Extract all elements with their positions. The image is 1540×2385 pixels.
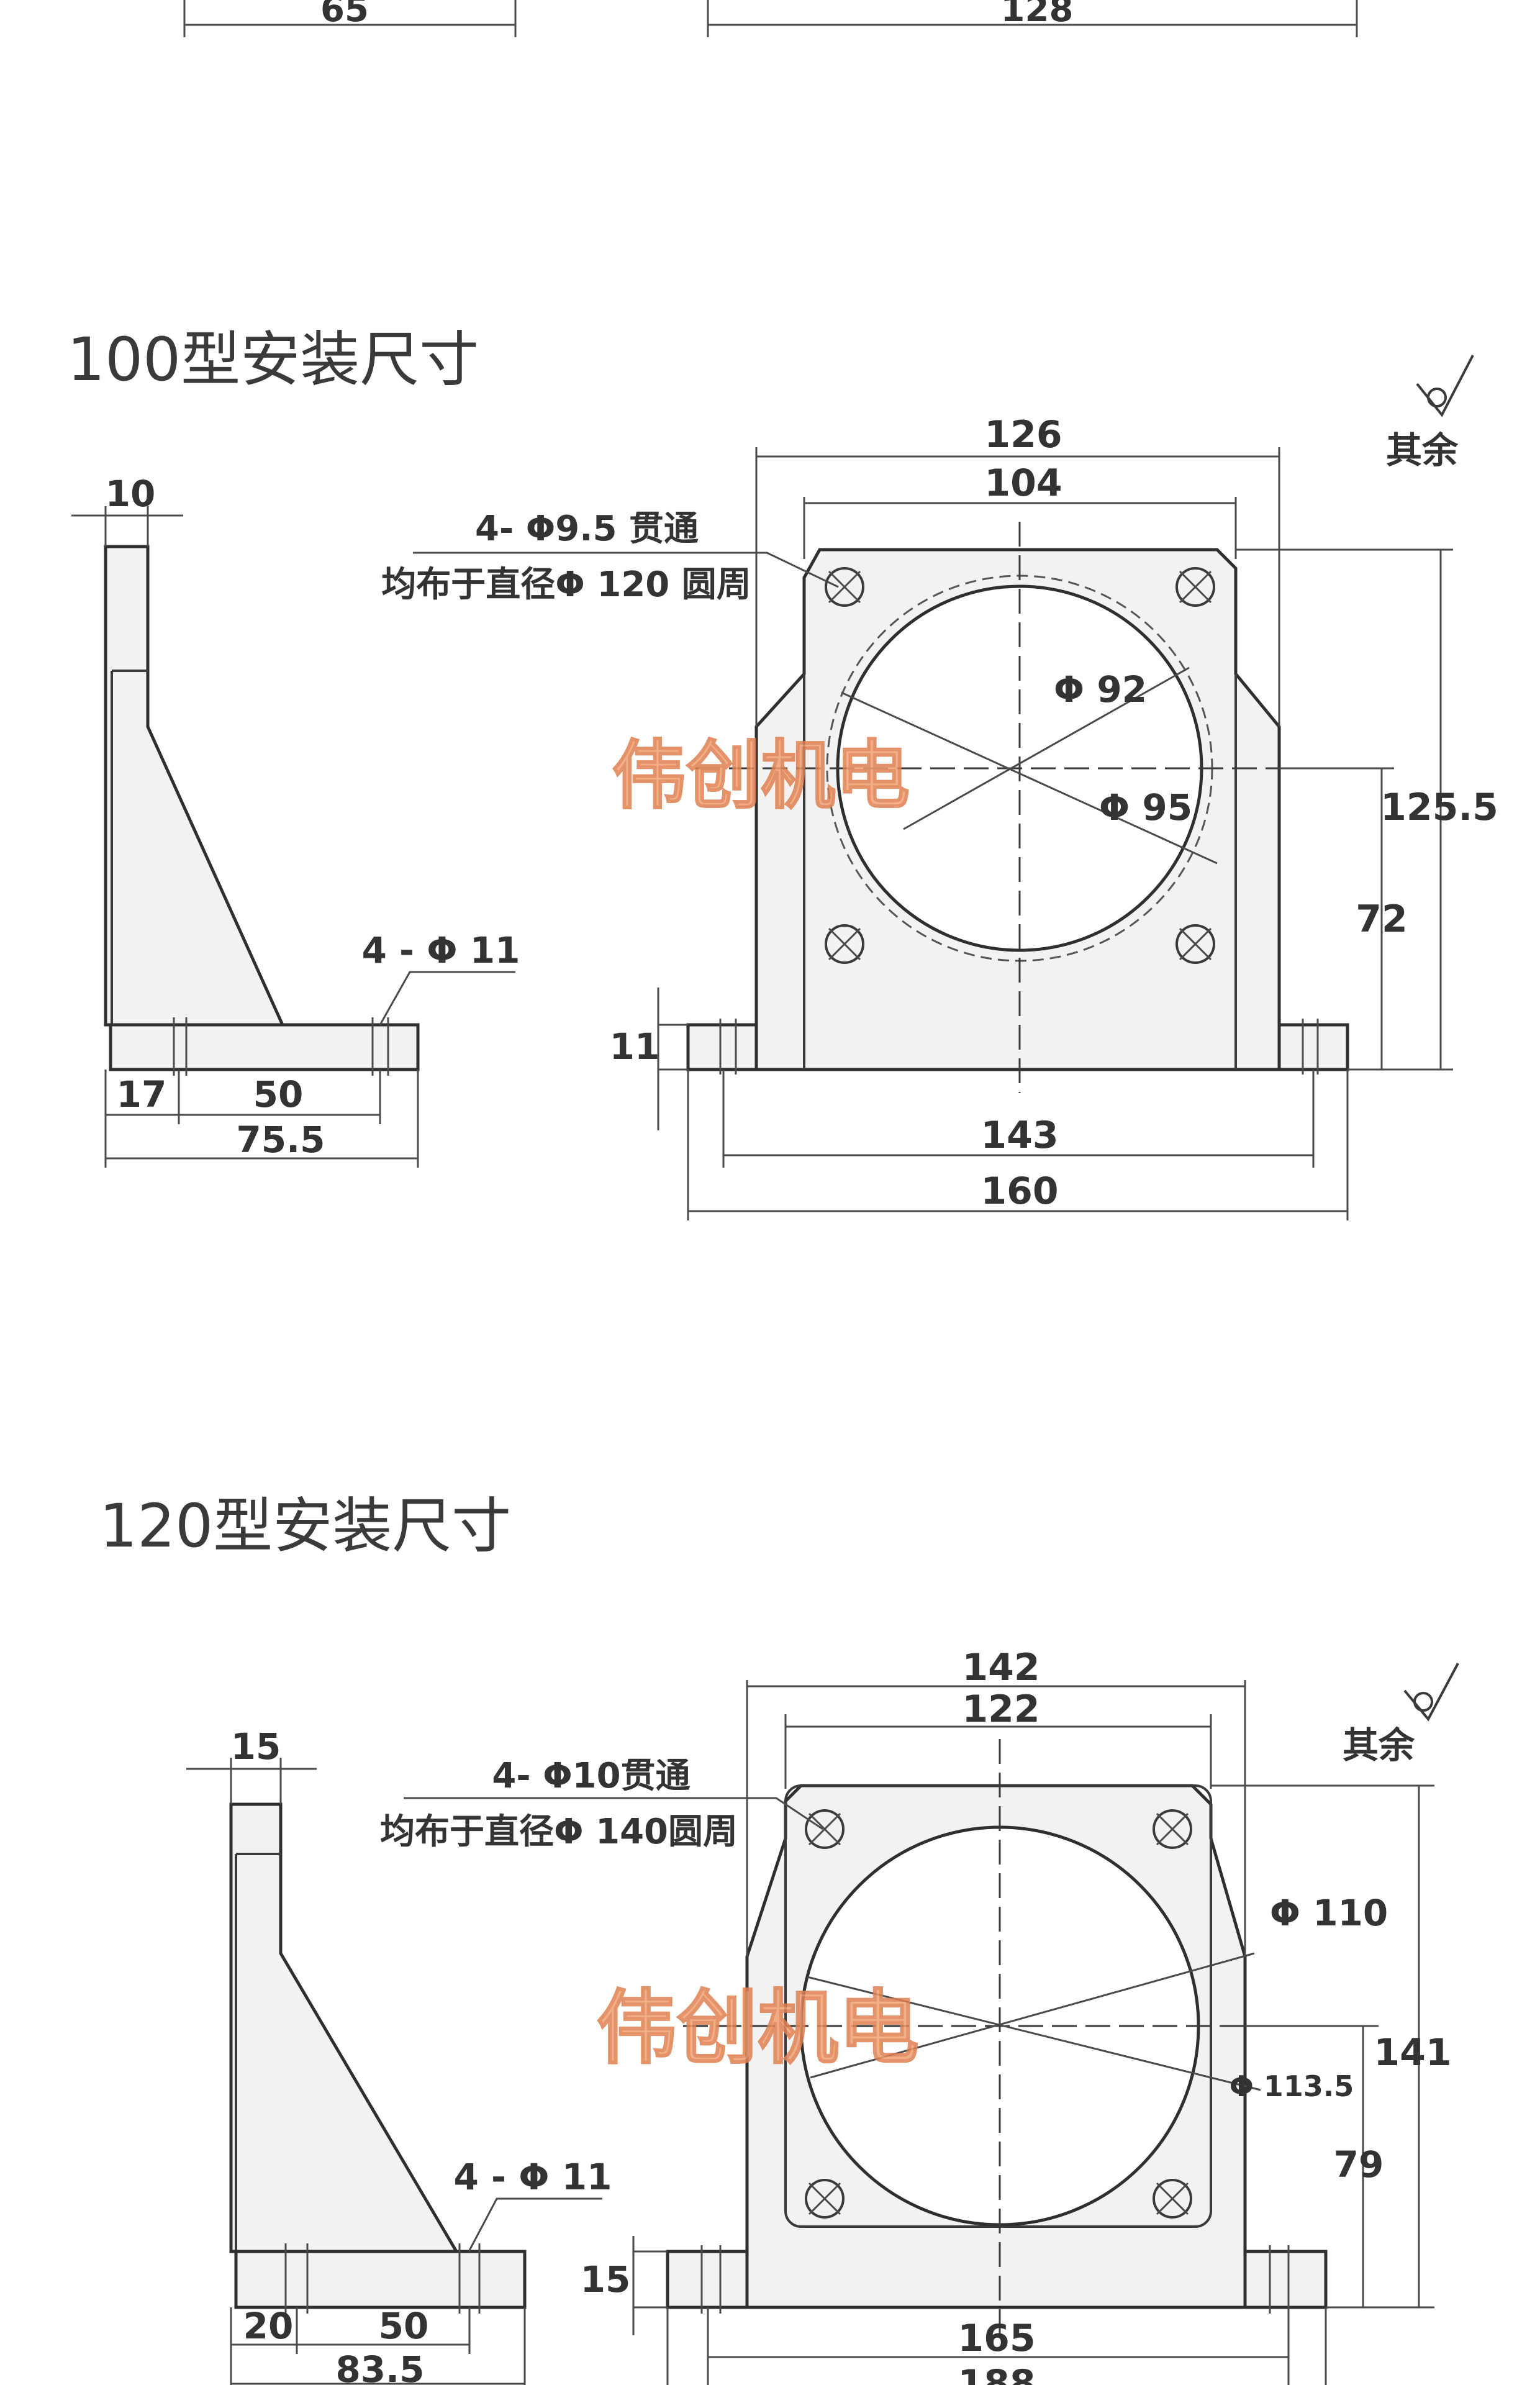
front-120-w165: 165	[958, 2317, 1035, 2360]
mount-hole-br-120	[1153, 2179, 1192, 2219]
front-120-w188: 188	[958, 2362, 1035, 2385]
front-100-w143: 143	[981, 1114, 1058, 1157]
front-120-w122: 122	[962, 1688, 1040, 1731]
side-100-width-top: 10	[106, 473, 156, 515]
mount-hole-tl-100	[825, 567, 864, 607]
watermark-100: 伟创机电	[612, 733, 910, 819]
surface-note-100: 其余	[1386, 429, 1459, 471]
front-120-phi110: Φ 110	[1270, 1892, 1388, 1934]
front-100-h72: 72	[1356, 897, 1408, 941]
front-120-hole-note-1: 4- Φ10贯通	[492, 1756, 690, 1796]
side-120-width-top: 15	[231, 1725, 281, 1768]
mount-hole-br-100	[1175, 924, 1215, 964]
side-100-d50: 50	[253, 1073, 304, 1115]
roughness-symbol-100: 其余	[1386, 355, 1474, 471]
front-view-120: Φ 110 Φ 113.5 142 122 4- Φ10贯通 均布于直径Φ 14…	[380, 1646, 1452, 2385]
side-view-120: 15 4 - Φ 11 20 50 83.5	[186, 1725, 612, 2385]
front-100-hole-note-1: 4- Φ9.5 贯通	[475, 509, 699, 549]
front-100-w160: 160	[981, 1170, 1058, 1213]
front-120-h79: 79	[1334, 2143, 1384, 2186]
section-120-title: 120型安装尺寸	[99, 1491, 511, 1561]
side-100-d17: 17	[117, 1073, 167, 1115]
front-100-h11: 11	[610, 1025, 660, 1068]
dim-128: 128	[1001, 0, 1074, 30]
front-120-w142: 142	[962, 1646, 1040, 1689]
mount-hole-tr-100	[1175, 567, 1215, 607]
section-100: 100型安装尺寸 其余 10 4 - Φ 11	[67, 325, 1498, 1220]
dim-65: 65	[320, 0, 369, 30]
side-view-100: 10 4 - Φ 11 17 50 75.5	[71, 473, 520, 1168]
top-dimensions: 65 128	[183, 0, 1358, 37]
section-100-title: 100型安装尺寸	[67, 325, 479, 394]
front-view-100: Φ 92 Φ 95 126 104 4- Φ9.5 贯通 均布于直径Φ 120 …	[381, 413, 1498, 1220]
mount-hole-tr-120	[1153, 1809, 1192, 1849]
front-100-phi92: Φ 92	[1054, 668, 1147, 711]
side-120-hole-note: 4 - Φ 11	[453, 2156, 612, 2198]
front-120-hole-note-2: 均布于直径Φ 140圆周	[380, 1812, 738, 1852]
surface-note-120: 其余	[1343, 1724, 1415, 1766]
front-120-h15: 15	[581, 2258, 631, 2301]
side-120-d83-5: 83.5	[335, 2348, 424, 2385]
front-100-phi95: Φ 95	[1099, 786, 1192, 829]
front-120-h141: 141	[1374, 2031, 1451, 2074]
watermark-120: 伟创机电	[596, 1981, 919, 2075]
side-120-d50: 50	[379, 2305, 429, 2347]
mount-hole-tl-120	[805, 1809, 845, 1849]
roughness-symbol-120: 其余	[1343, 1663, 1459, 1766]
side-120-d20: 20	[243, 2305, 294, 2347]
front-100-h125-5: 125.5	[1380, 786, 1498, 829]
side-100-hole-note: 4 - Φ 11	[361, 929, 520, 971]
mount-hole-bl-100	[825, 924, 864, 964]
mount-hole-bl-120	[805, 2179, 845, 2219]
front-120-phi113-5: Φ 113.5	[1230, 2069, 1354, 2103]
front-100-hole-note-2: 均布于直径Φ 120 圆周	[381, 565, 751, 605]
side-100-d75-5: 75.5	[236, 1119, 325, 1161]
front-100-w104: 104	[984, 461, 1062, 505]
front-100-w126: 126	[984, 413, 1062, 457]
section-120: 120型安装尺寸 其余 15 4 - Φ 11	[99, 1491, 1459, 2385]
